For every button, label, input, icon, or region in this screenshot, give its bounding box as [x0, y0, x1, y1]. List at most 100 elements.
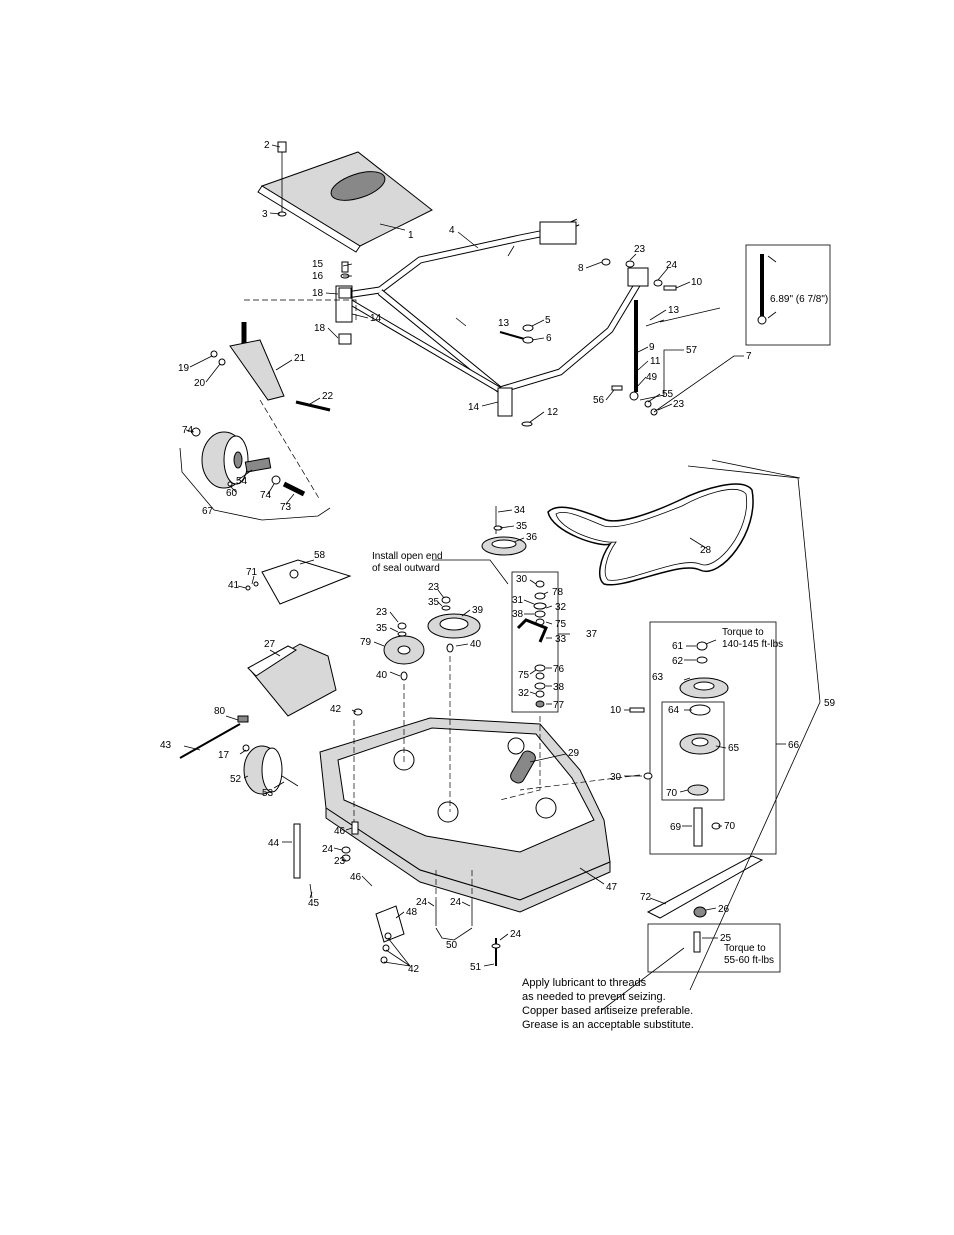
callout-21: 21 — [294, 353, 306, 364]
callout-72: 72 — [640, 892, 652, 903]
callout-58: 58 — [314, 550, 326, 561]
callout-38: 38 — [512, 609, 524, 620]
callout-12: 12 — [547, 407, 559, 418]
callout-74: 74 — [182, 425, 194, 436]
callout-64: 64 — [668, 705, 680, 716]
callout-39: 39 — [472, 605, 484, 616]
callout-37: 37 — [586, 629, 598, 640]
lubricant-note: Apply lubricant to threads as needed to … — [522, 976, 694, 1032]
callout-78: 78 — [552, 587, 564, 598]
callout-71: 71 — [246, 567, 258, 578]
torque-top-line-1: Torque to — [722, 627, 764, 638]
callout-65: 65 — [728, 743, 740, 754]
callout-24: 24 — [322, 844, 334, 855]
callout-50: 50 — [446, 940, 458, 951]
torque-bottom-line-1: Torque to — [724, 943, 766, 954]
callout-73: 73 — [280, 502, 292, 513]
spindle-assembly-box — [629, 621, 777, 855]
callout-10: 10 — [610, 705, 622, 716]
callout-24: 24 — [450, 897, 462, 908]
callout-24: 24 — [666, 260, 678, 271]
callout-5: 5 — [545, 315, 551, 326]
idler-pulleys-39-79 — [383, 596, 481, 681]
callout-33: 33 — [555, 634, 567, 645]
lube-line-3: Copper based antiseize preferable. — [522, 1005, 694, 1017]
callout-46: 46 — [334, 826, 346, 837]
callout-60: 60 — [226, 488, 238, 499]
lube-line-4: Grease is an acceptable substitute. — [522, 1019, 694, 1031]
callout-45: 45 — [308, 898, 320, 909]
callout-59: 59 — [824, 698, 836, 709]
callout-48: 48 — [406, 907, 418, 918]
discharge-chute-27 — [247, 643, 337, 717]
callout-56: 56 — [593, 395, 605, 406]
callout-28: 28 — [700, 545, 712, 556]
deck-cover-plate — [257, 141, 433, 253]
callout-23: 23 — [376, 607, 388, 618]
callout-36: 36 — [526, 532, 538, 543]
gauge-wheel-assembly — [179, 715, 299, 795]
lube-line-1: Apply lubricant to threads — [522, 977, 647, 989]
callout-13: 13 — [498, 318, 510, 329]
belt-cover-58 — [245, 559, 352, 605]
callout-labels: 2 3 1 4 15 16 18 18 14 13 5 6 8 23 24 10… — [160, 140, 836, 975]
callout-70: 70 — [666, 788, 678, 799]
callout-17: 17 — [218, 750, 230, 761]
callout-70: 70 — [724, 821, 736, 832]
callout-8: 8 — [578, 263, 584, 274]
callout-20: 20 — [194, 378, 206, 389]
callout-27: 27 — [264, 639, 276, 650]
callout-79: 79 — [360, 637, 372, 648]
callout-35: 35 — [516, 521, 528, 532]
callout-4: 4 — [449, 225, 455, 236]
callout-34: 34 — [514, 505, 526, 516]
callout-46: 46 — [350, 872, 362, 883]
callout-32: 32 — [555, 602, 567, 613]
callout-57: 57 — [686, 345, 698, 356]
callout-53: 53 — [262, 788, 274, 799]
callout-40: 40 — [376, 670, 388, 681]
torque-note-spindle-nut: Torque to 140-145 ft-lbs — [722, 627, 783, 651]
callout-40: 40 — [470, 639, 482, 650]
callout-29: 29 — [568, 748, 580, 759]
callout-2: 2 — [264, 140, 270, 151]
callout-18: 18 — [312, 288, 324, 299]
callout-13: 13 — [668, 305, 680, 316]
seal-orientation-note: Install open end of seal outward — [372, 551, 443, 575]
seal-note-line-2: of seal outward — [372, 563, 440, 574]
callout-63: 63 — [652, 672, 664, 683]
callout-26: 26 — [718, 904, 730, 915]
callout-11: 11 — [650, 356, 661, 367]
callout-9: 9 — [649, 342, 655, 353]
gauge-detail-inset — [745, 244, 831, 346]
torque-note-blade-bolt: Torque to 55-60 ft-lbs — [724, 943, 774, 967]
callout-6: 6 — [546, 333, 552, 344]
callout-35: 35 — [376, 623, 388, 634]
gauge-dimension-label: 6.89" (6 7/8") — [770, 294, 828, 305]
deck-hardware — [293, 708, 501, 966]
idler-arm-stack-box — [511, 571, 559, 713]
callout-3: 3 — [262, 209, 268, 220]
anti-scalp-roller-assembly — [191, 427, 306, 497]
callout-30: 30 — [610, 772, 622, 783]
callout-19: 19 — [178, 363, 190, 374]
leader-lines — [179, 144, 821, 1011]
callout-23: 23 — [634, 244, 646, 255]
callout-35: 35 — [428, 597, 440, 608]
lift-frame — [335, 218, 649, 417]
guide-lines — [244, 299, 641, 900]
callout-61: 61 — [672, 641, 684, 652]
callout-44: 44 — [268, 838, 280, 849]
callout-23: 23 — [334, 856, 346, 867]
anti-scalp-arm-assembly — [210, 322, 331, 412]
callout-7: 7 — [746, 351, 752, 362]
callout-55: 55 — [662, 389, 674, 400]
lift-pivot-hardware — [338, 258, 677, 427]
callout-80: 80 — [214, 706, 226, 717]
callout-16: 16 — [312, 271, 324, 282]
callout-24: 24 — [510, 929, 522, 940]
callout-69: 69 — [670, 822, 682, 833]
callout-42: 42 — [330, 704, 342, 715]
callout-1: 1 — [408, 230, 414, 241]
